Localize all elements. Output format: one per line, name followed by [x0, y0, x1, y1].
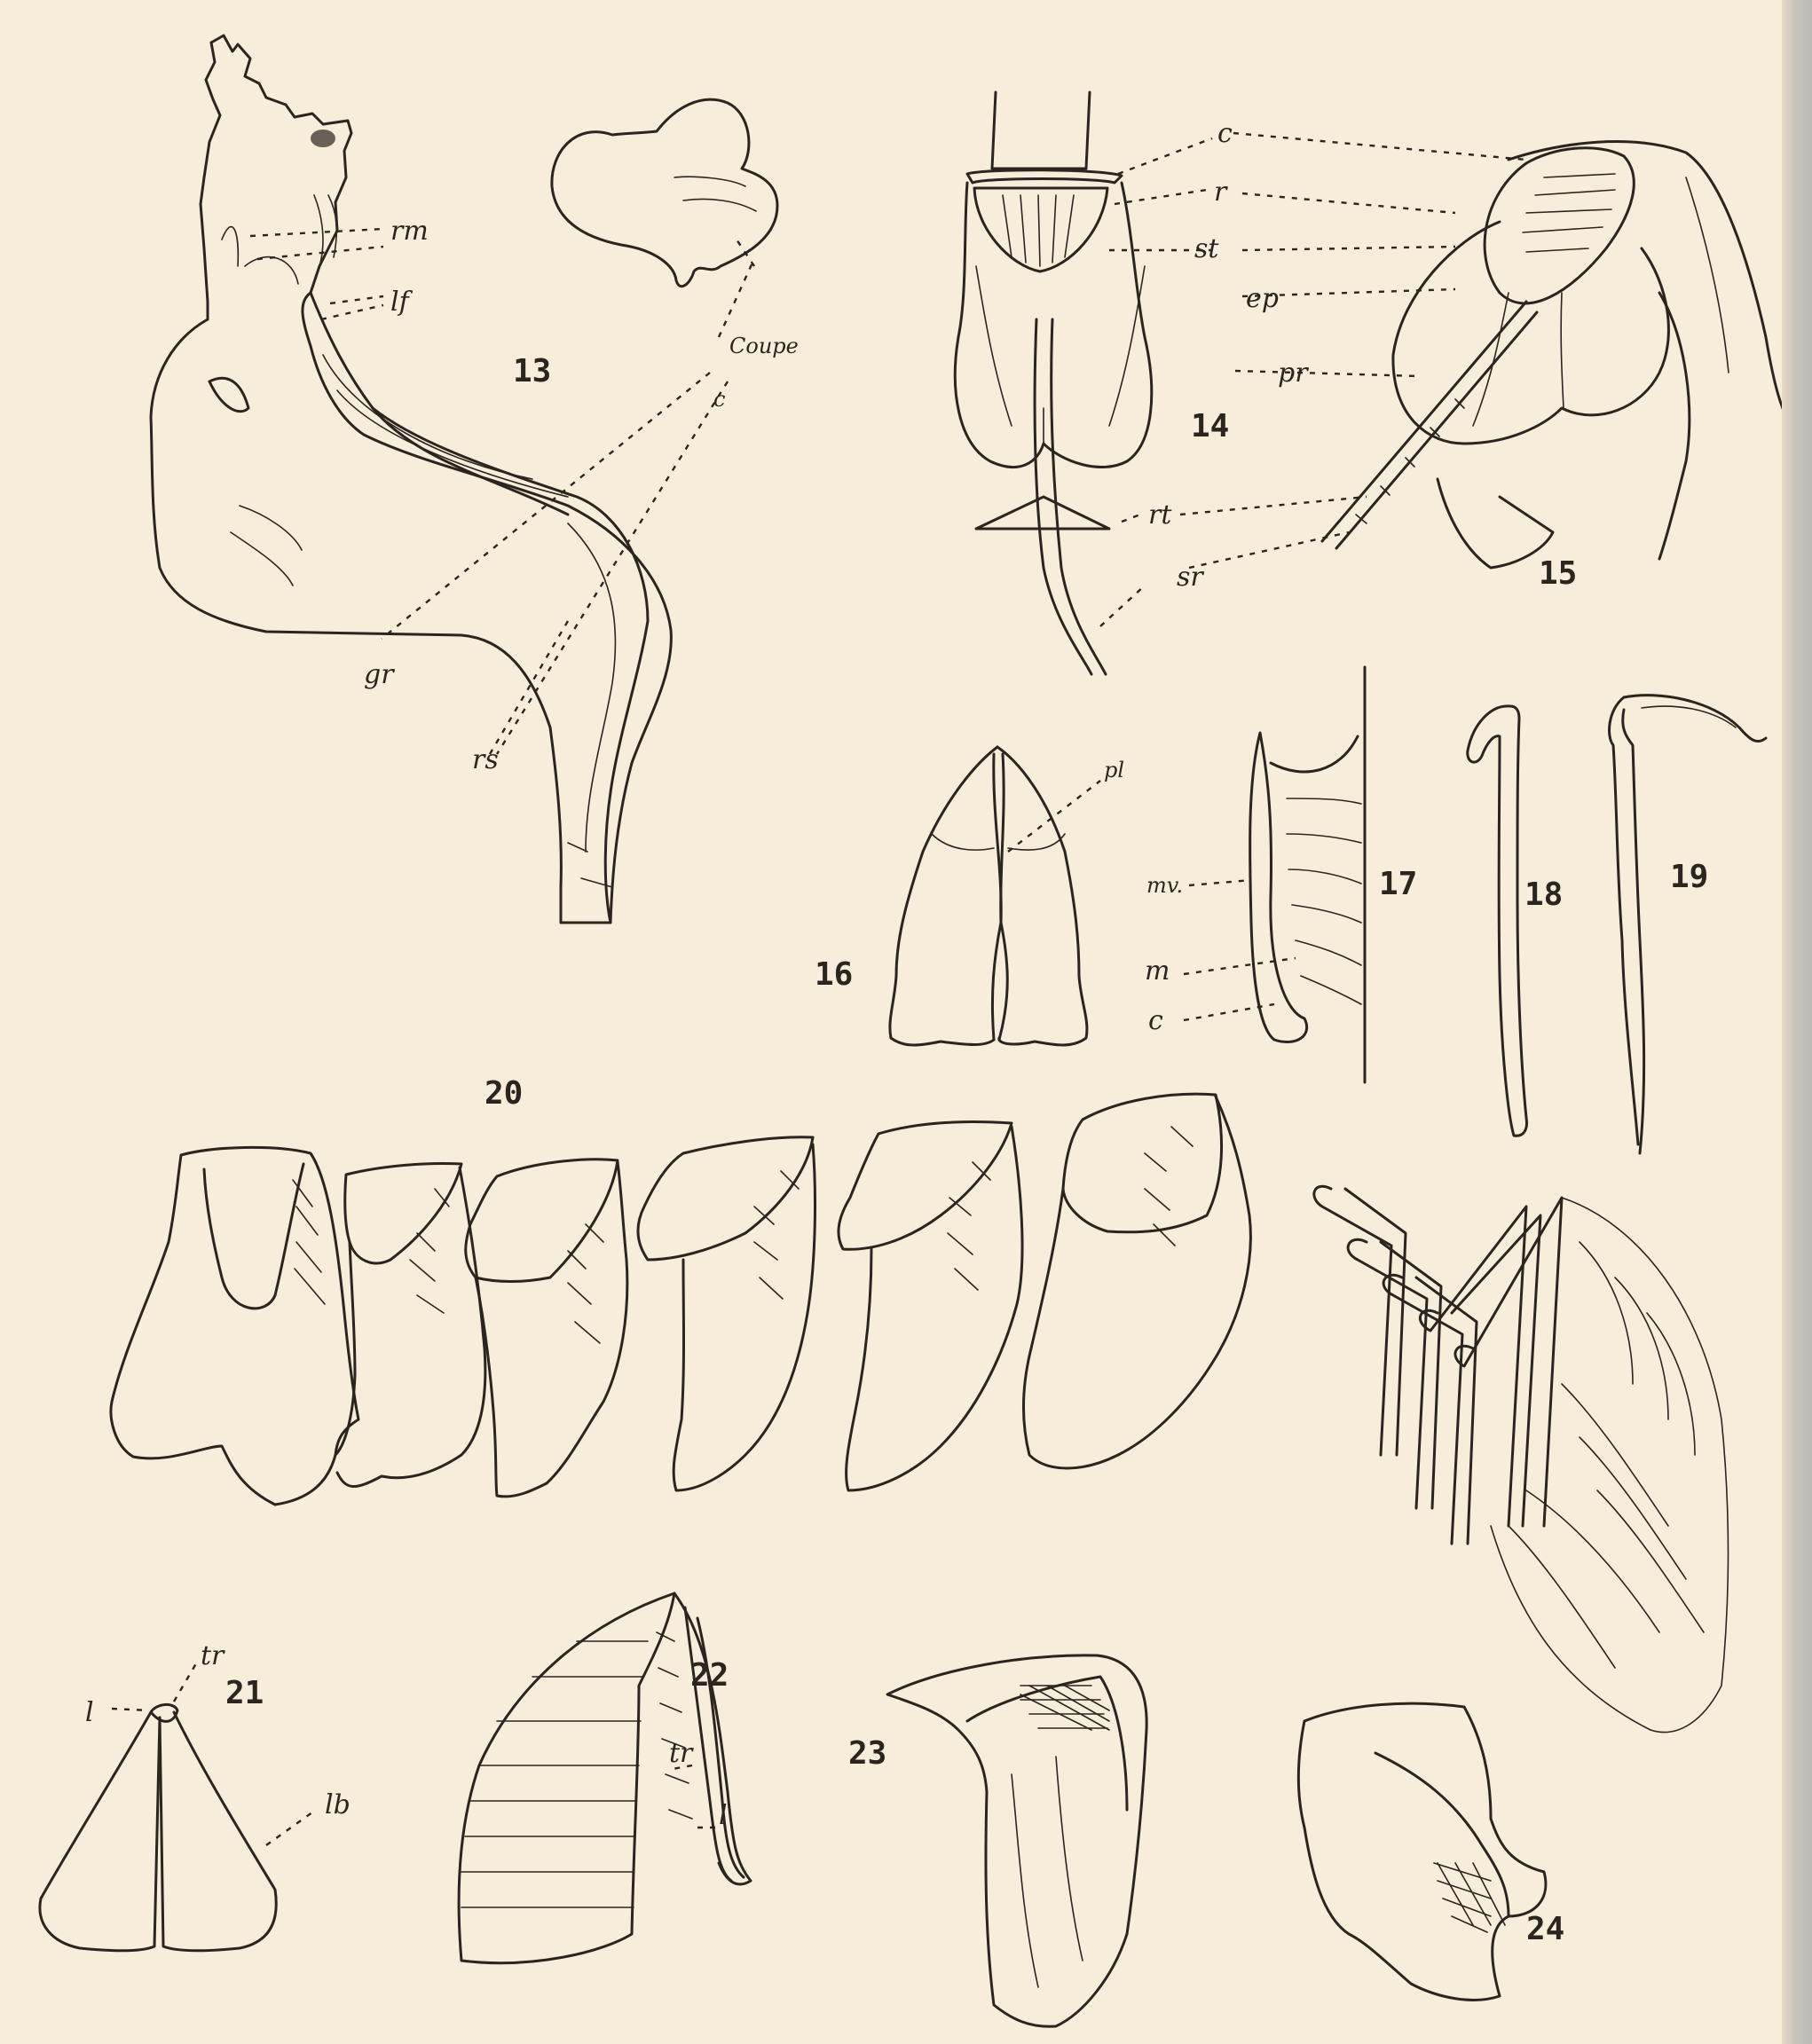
figure-19: 19 — [1610, 696, 1766, 1153]
figure-15-number: 15 — [1539, 555, 1577, 592]
figure-17-number: 17 — [1379, 866, 1417, 902]
label-c: c — [713, 387, 725, 412]
label-l-21: l — [85, 1697, 94, 1728]
label-m: m — [1145, 955, 1170, 987]
label-rs: rs — [472, 744, 499, 775]
label-lf: lf — [390, 287, 414, 318]
label-l-22: l — [719, 1800, 728, 1831]
figure-22: 22 tr l — [459, 1593, 751, 1963]
figure-22-number: 22 — [690, 1657, 729, 1694]
figure-13: 13 rm lf Coupe c gr rs — [151, 35, 799, 923]
figure-23-number: 23 — [848, 1735, 886, 1772]
label-rt: rt — [1148, 499, 1172, 531]
label-tr-21: tr — [201, 1640, 225, 1671]
label-ep: ep — [1246, 283, 1279, 314]
label-rm: rm — [390, 216, 429, 247]
figure-19-number: 19 — [1670, 859, 1708, 895]
label-sr: sr — [1177, 562, 1204, 593]
figure-15: 15 — [1322, 142, 1792, 592]
figure-20-number: 20 — [485, 1075, 523, 1112]
label-pl: pl — [1104, 758, 1124, 782]
page-edge — [1782, 0, 1812, 2044]
figure-24: 24 — [1298, 1703, 1564, 2000]
figure-16-number: 16 — [815, 956, 853, 993]
label-mv: mv. — [1146, 873, 1183, 898]
label-st: st — [1194, 233, 1219, 264]
label-c-14: c — [1217, 118, 1233, 149]
label-lb: lb — [325, 1789, 351, 1820]
figure-21: tr l lb 21 — [40, 1640, 351, 1951]
figure-14-15-labels: c r st ep pr rt sr — [1100, 118, 1526, 626]
figure-16: pl 16 — [815, 747, 1124, 1045]
figure-18: 18 — [1468, 706, 1564, 1136]
figure-17: mv. m c 17 — [1145, 667, 1417, 1082]
figure-18-number: 18 — [1524, 877, 1563, 913]
label-tr-22: tr — [669, 1738, 694, 1769]
figure-24-number: 24 — [1526, 1911, 1564, 1947]
hooked-rows-figure — [1314, 1186, 1729, 1732]
figure-14-number: 14 — [1191, 408, 1229, 444]
label-pr: pr — [1278, 358, 1309, 389]
figure-20: 20 — [111, 1075, 1250, 1505]
label-c-17: c — [1148, 1005, 1163, 1036]
label-r: r — [1214, 177, 1228, 208]
figure-23: 23 — [848, 1655, 1146, 2026]
label-gr: gr — [364, 659, 395, 690]
figure-13-number: 13 — [513, 353, 551, 389]
label-coupe: Coupe — [729, 334, 799, 358]
figure-21-number: 21 — [225, 1675, 264, 1711]
